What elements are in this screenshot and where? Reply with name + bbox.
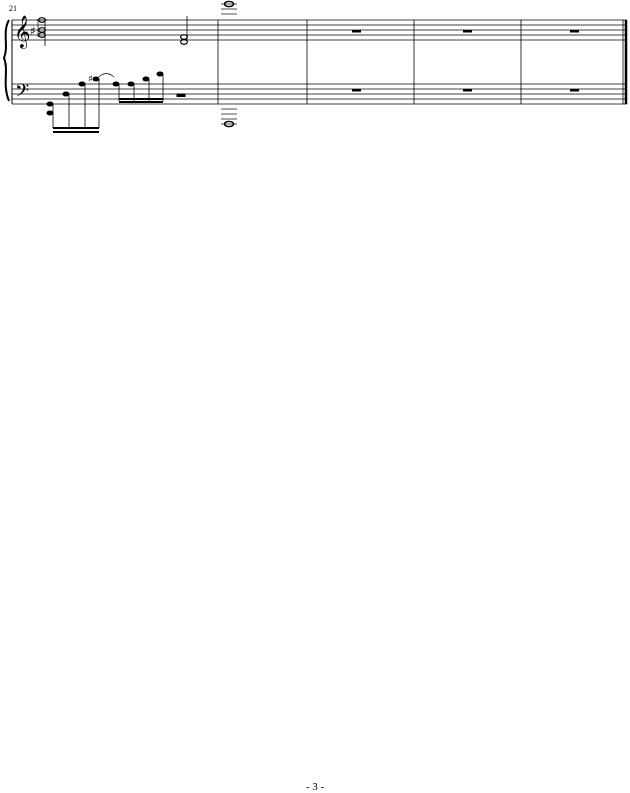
m21-treble-chord: ♯ <box>30 17 48 46</box>
bass-staff <box>12 83 627 105</box>
whole-rests <box>352 30 579 92</box>
grand-staff-brace <box>2 19 10 102</box>
treble-clef-icon: 𝄞 <box>14 15 31 49</box>
score-system: 𝄞 𝄢 ♯ <box>2 0 628 133</box>
svg-text:♯: ♯ <box>88 74 93 85</box>
m21-treble-half-chord <box>180 16 189 45</box>
measure-number: 21 <box>9 4 17 13</box>
m22-whole-notes <box>221 0 237 128</box>
barlines <box>217 20 522 104</box>
bass-clef-icon: 𝄢 <box>15 81 29 106</box>
m21-bass-run: ♯ <box>46 71 186 133</box>
sharp-icon: ♯ <box>30 24 36 38</box>
treble-staff <box>12 19 627 41</box>
page-number: - 3 - <box>305 781 325 793</box>
